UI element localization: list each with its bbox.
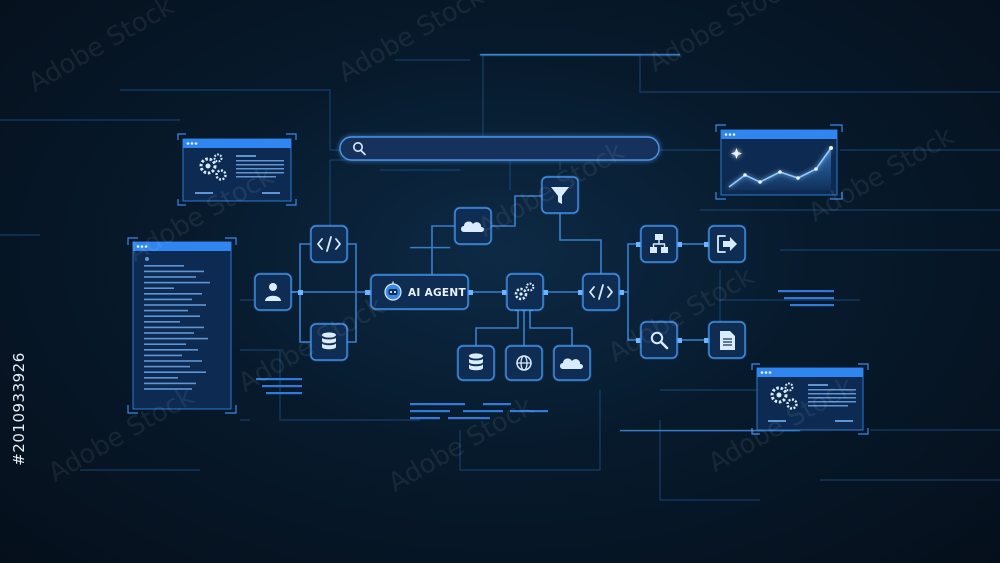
node-cloud-bottom[interactable]	[552, 344, 592, 382]
terminal-line	[144, 326, 204, 329]
terminal-prompt-dot	[145, 257, 149, 261]
node-sitemap[interactable]	[639, 224, 679, 264]
node-search[interactable]	[639, 320, 679, 360]
terminal-line	[144, 309, 188, 312]
ai-agent-label: AI AGENT	[408, 287, 466, 299]
panel-settings-bottom-right	[751, 363, 869, 435]
terminal-line	[144, 332, 194, 334]
node-funnel[interactable]	[540, 175, 580, 215]
terminal-line	[144, 265, 184, 267]
sitemap-icon	[650, 234, 668, 253]
panel-settings-top-left	[177, 133, 297, 206]
terminal-line	[144, 321, 180, 323]
terminal-line	[144, 337, 208, 340]
gears-icon	[199, 153, 227, 181]
terminal-line	[144, 360, 202, 362]
cloud-icon	[461, 221, 484, 232]
terminal-line	[144, 298, 192, 301]
node-code-right[interactable]	[581, 272, 621, 312]
node-globe[interactable]	[504, 344, 544, 382]
node-user[interactable]	[253, 272, 293, 312]
terminal-line	[144, 377, 178, 379]
terminal-line	[144, 371, 206, 373]
robot-icon	[384, 281, 402, 301]
stock-id: #2010933926	[2, 314, 36, 504]
terminal-line	[144, 276, 196, 278]
gears-icon	[514, 282, 535, 301]
terminal-line	[144, 281, 210, 284]
cloud-icon	[560, 358, 583, 369]
stock-id-text: #2010933926	[10, 352, 29, 466]
terminal-line	[144, 315, 200, 317]
node-ai-agent[interactable]: AI AGENT	[369, 273, 470, 311]
node-gears-center[interactable]	[505, 272, 545, 312]
panel-terminal-left	[127, 237, 237, 414]
search-icon	[650, 331, 669, 350]
search-icon	[352, 142, 366, 156]
terminal-line	[144, 270, 204, 273]
gears-icon	[770, 382, 798, 410]
node-document[interactable]	[707, 320, 747, 360]
node-database-left[interactable]	[309, 322, 349, 362]
node-exit[interactable]	[707, 224, 747, 264]
node-cloud-top[interactable]	[453, 206, 493, 246]
glow-streaks	[410, 54, 800, 432]
database-icon	[322, 332, 336, 350]
terminal-line	[144, 349, 198, 351]
search-bar[interactable]	[339, 136, 660, 161]
code-icon	[589, 284, 613, 300]
document-icon	[720, 331, 735, 350]
decor-dashes	[256, 290, 834, 420]
terminal-line	[144, 293, 202, 295]
exit-icon	[717, 235, 737, 253]
database-icon	[469, 353, 483, 371]
node-code-left[interactable]	[309, 224, 349, 264]
user-icon	[265, 283, 281, 301]
terminal-line	[144, 287, 174, 289]
node-database-bottom[interactable]	[456, 344, 496, 382]
code-icon	[317, 236, 341, 252]
terminal-line	[144, 354, 182, 357]
terminal-line	[144, 365, 190, 368]
terminal-line	[144, 388, 192, 390]
globe-icon	[516, 355, 532, 371]
trend-line-graphic	[728, 146, 833, 190]
terminal-line	[144, 382, 196, 385]
funnel-icon	[551, 187, 569, 204]
terminal-line	[144, 304, 206, 306]
panel-chart-top-right	[715, 124, 843, 200]
terminal-line	[144, 343, 186, 345]
